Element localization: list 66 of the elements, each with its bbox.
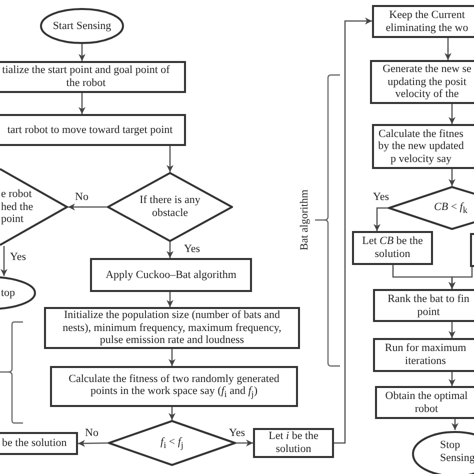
arrow <box>78 44 86 61</box>
arrow <box>168 407 176 420</box>
node-text: If there is any obstacle <box>138 194 202 220</box>
arrow <box>166 146 174 172</box>
edge-label: Yes <box>183 244 202 255</box>
node-text: Let CB be the solution <box>361 235 424 261</box>
arrow <box>374 207 388 231</box>
arrow <box>0 246 8 276</box>
arrow <box>166 292 174 307</box>
arrow <box>68 204 107 210</box>
node-text: Let i be the solution <box>268 430 320 456</box>
decision-diamond <box>388 186 474 230</box>
arrow <box>448 169 456 186</box>
node-text: Start Sensing <box>52 20 112 32</box>
arrow <box>78 93 86 114</box>
arrow <box>448 267 473 289</box>
node-text: Rank the bat to fin point <box>386 292 470 318</box>
process-box <box>373 289 474 322</box>
arrow <box>444 38 452 60</box>
process-box <box>0 114 186 146</box>
process-box <box>90 258 252 292</box>
node-text: e robot hed the point <box>1 188 34 226</box>
edge-label: Yes <box>9 252 28 263</box>
edge-label: Yes <box>372 192 390 203</box>
process-box <box>0 61 186 93</box>
process-box <box>253 428 334 458</box>
node-text: Calculate the fitness of two randomly generated points in the work space say (f$_{i}$ and f$_{j}$) <box>68 372 280 400</box>
process-box <box>0 432 78 455</box>
process-box <box>372 124 474 169</box>
node-text: Run for maximum iterations <box>384 342 468 368</box>
edge-label: No <box>74 192 90 203</box>
node-text: Calculate the fitnes by the new updated p velocity say <box>377 128 465 166</box>
edge-label: Yes <box>228 428 246 439</box>
node-text: f$_{i}$ < f$_{j}$ <box>160 436 184 450</box>
arrow <box>236 440 253 446</box>
process-box <box>470 233 474 267</box>
node-text: Apply Cuckoo–Bat algorithm <box>106 268 236 282</box>
decision-diamond <box>107 172 233 242</box>
arrow <box>334 18 372 444</box>
node-text: Generate the new se updating the posit velocity of the <box>382 63 472 101</box>
node-text: be the solution <box>2 437 67 450</box>
process-box <box>50 366 298 407</box>
arrow <box>448 322 456 338</box>
node-text: top <box>1 286 16 300</box>
decision-diamond <box>0 168 68 246</box>
process-box <box>372 5 474 38</box>
process-box <box>370 60 474 104</box>
arrow <box>78 440 108 447</box>
process-box <box>44 307 300 349</box>
arrow <box>166 242 174 258</box>
process-box <box>375 386 474 419</box>
arrow <box>448 372 456 386</box>
node-text: Obtain the optimal robot <box>384 390 469 416</box>
node-text: Initialize the population size (number of bats and nests), minimum frequency, maximum frequency, pulse emission rate and loudness <box>62 309 282 347</box>
node-text: tart robot to move toward target point <box>7 124 173 136</box>
bracket-label: Bat algorithm <box>298 190 310 250</box>
terminal-oval <box>40 8 124 44</box>
node-text: Keep the Current eliminating the wo <box>384 8 470 34</box>
edge-label: No <box>84 428 100 439</box>
arrow <box>168 349 176 366</box>
arrow <box>448 104 456 124</box>
process-box <box>373 338 474 372</box>
process-box <box>352 231 433 265</box>
node-text: tialize the start point and goal point of the robot <box>2 64 170 90</box>
arrow <box>452 419 458 430</box>
node-text: CB < f$_{k}$ <box>434 200 468 216</box>
